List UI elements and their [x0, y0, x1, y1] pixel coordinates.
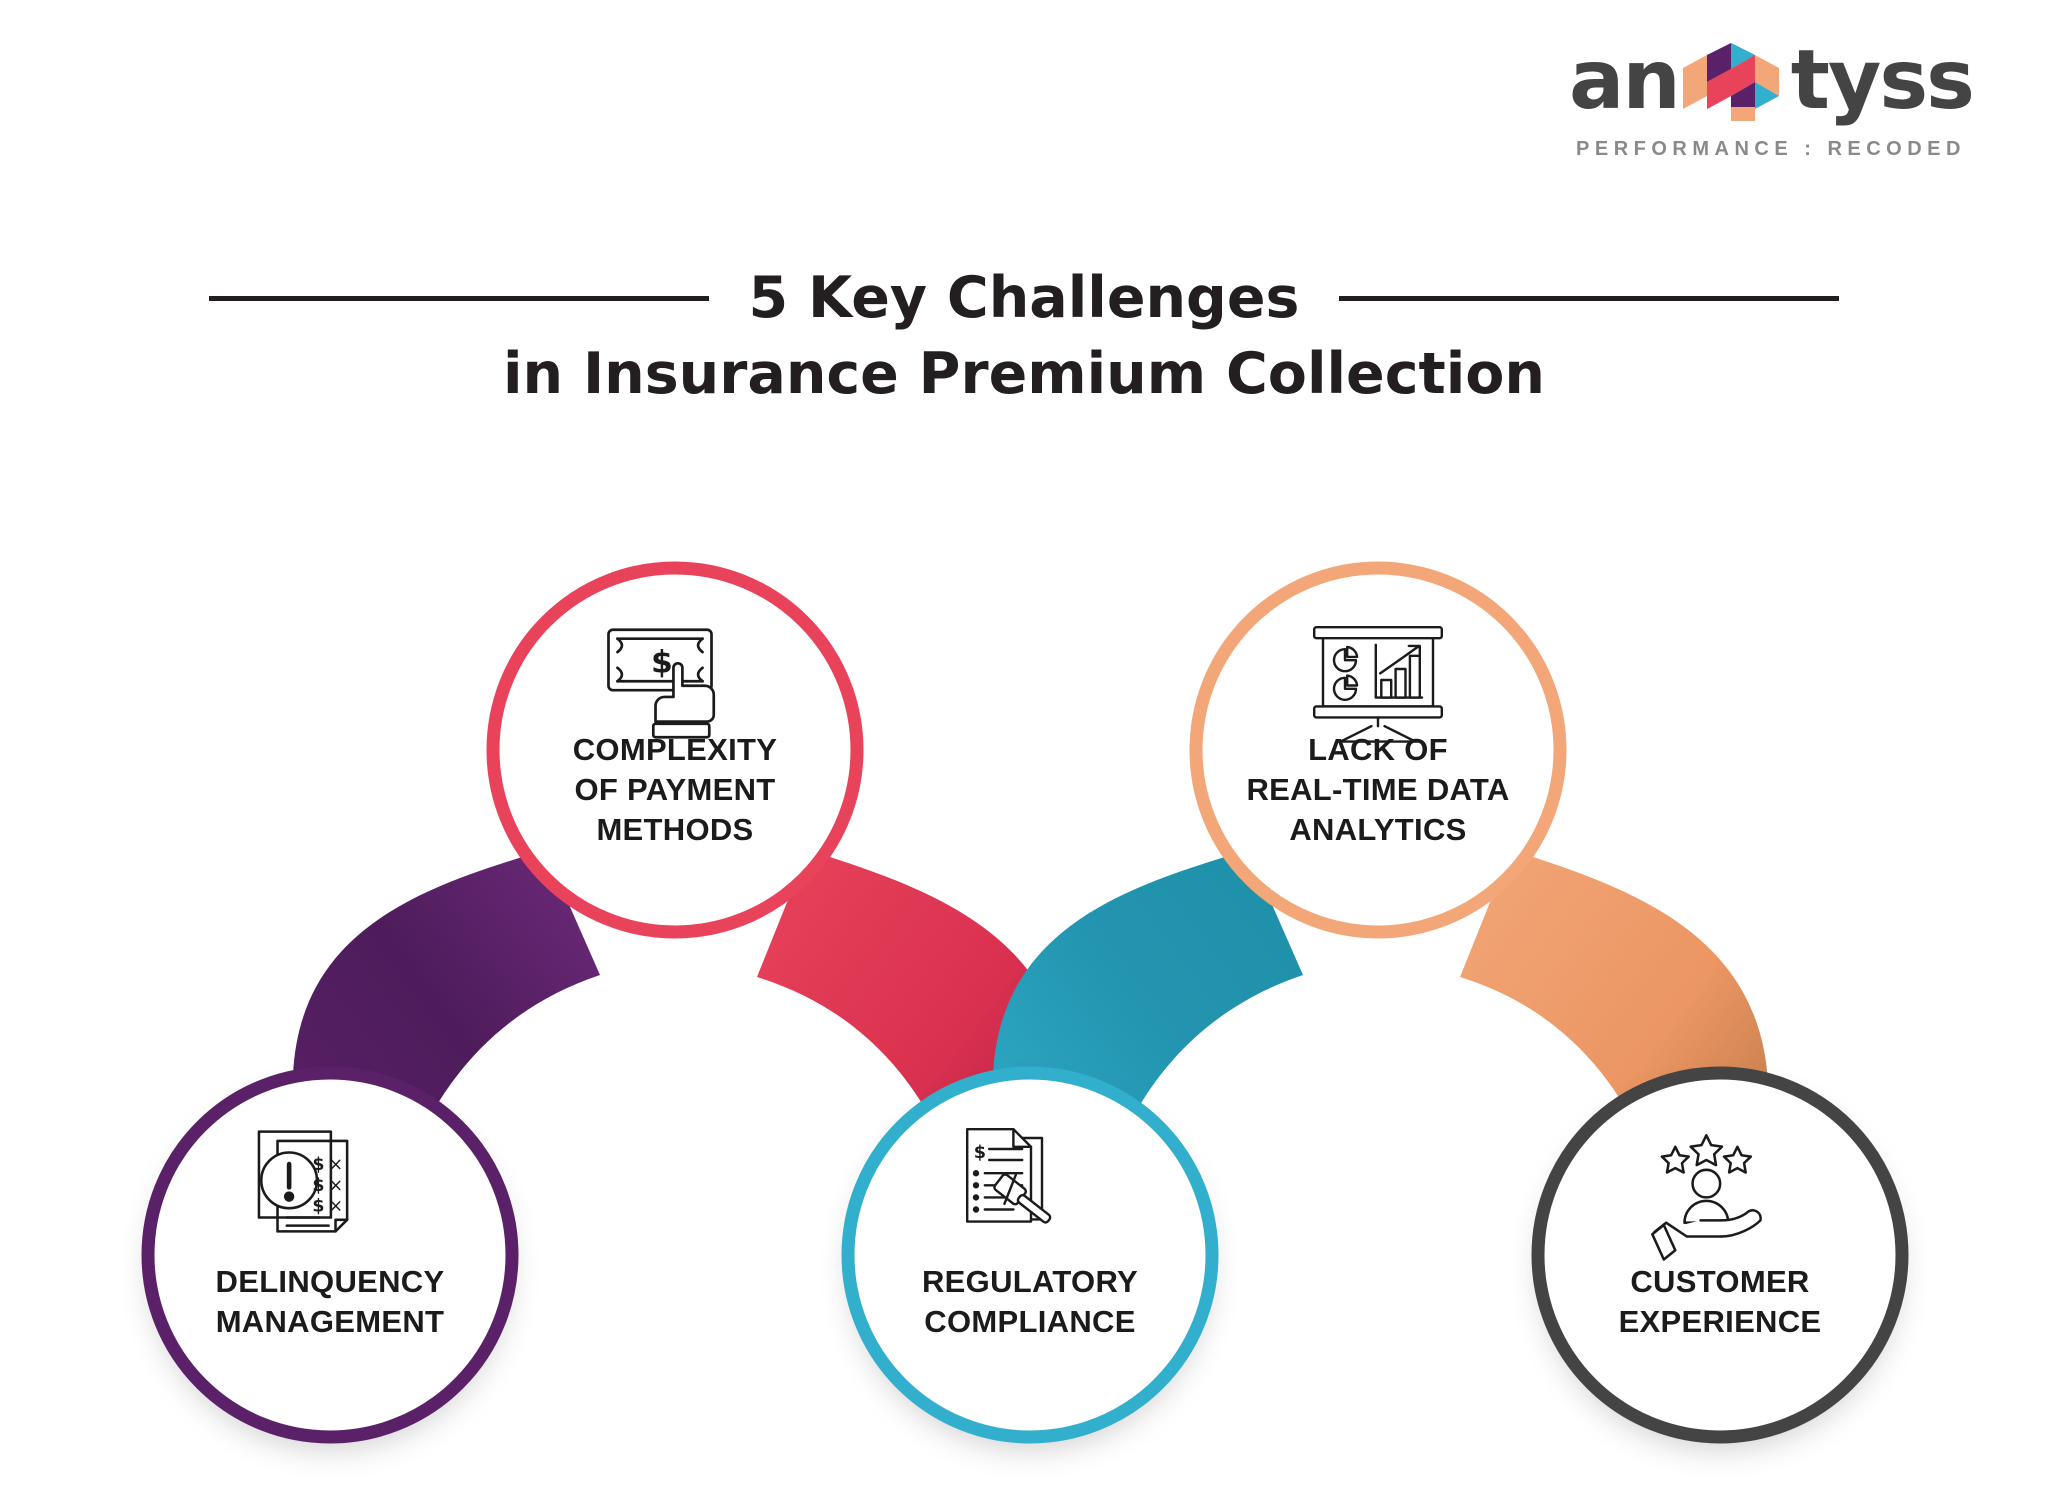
node-label-line: MANAGEMENT	[216, 1304, 445, 1339]
document-gavel-icon: $	[965, 1127, 1052, 1224]
invoice-warning-icon: $ × $ × $ ×	[257, 1130, 349, 1233]
node-label-line: COMPLIANCE	[924, 1304, 1135, 1339]
title-line-one-row: 5 Key Challenges	[0, 262, 2048, 334]
node-label-line: COMPLEXITY	[573, 732, 778, 767]
node-label-line: EXPERIENCE	[1619, 1304, 1822, 1339]
node-complexity-of-payment-methods[interactable]: $ COMPLEXITY OF PAYMENT METHODS	[486, 561, 864, 939]
node-label-line: REGULATORY	[922, 1264, 1138, 1299]
node-circle-fill	[1196, 568, 1560, 932]
node-label-line: METHODS	[596, 812, 753, 847]
node-ring	[1531, 1066, 1909, 1444]
svg-text:$: $	[312, 1155, 324, 1175]
svg-text:$: $	[651, 644, 673, 680]
challenges-chain-diagram: $ × $ × $ × DELINQUENCY MANAGEMENT $ COM…	[0, 455, 2048, 1495]
logo-text-after: tyss	[1790, 33, 1975, 128]
node-label-line: REAL-TIME DATA	[1246, 772, 1509, 807]
node-ring	[486, 561, 864, 939]
title-line-two: in Insurance Premium Collection	[502, 341, 1546, 407]
node-lack-of-real-time-data-analytics[interactable]: LACK OF REAL-TIME DATA ANALYTICS	[1189, 561, 1567, 939]
node-circle-fill	[1538, 1073, 1902, 1437]
svg-text:$: $	[974, 1143, 986, 1163]
banknote-hand-click-icon: $	[607, 628, 716, 739]
node-regulatory-compliance[interactable]: $ REGULATORY COMPLIANCE	[841, 1066, 1219, 1444]
node-label-line: ANALYTICS	[1289, 812, 1466, 847]
node-circle-fill	[493, 568, 857, 932]
chain-svg: $ × $ × $ × DELINQUENCY MANAGEMENT $ COM…	[141, 561, 1909, 1444]
title-line-one: 5 Key Challenges	[748, 265, 1300, 331]
node-circle-fill	[848, 1073, 1212, 1437]
node-label-line: DELINQUENCY	[216, 1264, 445, 1299]
node-ring	[1189, 561, 1567, 939]
svg-text:$: $	[312, 1176, 324, 1196]
page-title: 5 Key Challenges in Insurance Premium Co…	[0, 262, 2048, 410]
node-customer-experience[interactable]: CUSTOMER EXPERIENCE	[1531, 1066, 1909, 1444]
node-label-line: LACK OF	[1308, 732, 1448, 767]
title-rule-right	[1339, 295, 1840, 301]
logo-wordmark-row: an tyss	[1546, 38, 1996, 124]
anatyss-logo-mark-icon	[1682, 43, 1779, 121]
svg-text:×: ×	[329, 1197, 344, 1217]
logo-text-before: an	[1569, 33, 1681, 128]
node-delinquency-management[interactable]: $ × $ × $ × DELINQUENCY MANAGEMENT	[141, 1066, 519, 1444]
node-circle-fill	[148, 1073, 512, 1437]
hand-person-stars-icon	[1651, 1134, 1762, 1261]
node-ring	[141, 1066, 519, 1444]
node-label-line: OF PAYMENT	[574, 772, 775, 807]
svg-text:×: ×	[329, 1176, 344, 1196]
node-label-line: CUSTOMER	[1630, 1264, 1809, 1299]
logo-tagline: PERFORMANCE : RECODED	[1576, 138, 1966, 160]
svg-text:$: $	[312, 1197, 324, 1217]
node-ring	[841, 1066, 1219, 1444]
title-rule-left	[208, 295, 709, 301]
brand-logo: an tyss PERFORMANCE : RECODED	[1546, 38, 1996, 161]
svg-text:×: ×	[329, 1155, 344, 1175]
presentation-chart-icon	[1312, 625, 1444, 743]
